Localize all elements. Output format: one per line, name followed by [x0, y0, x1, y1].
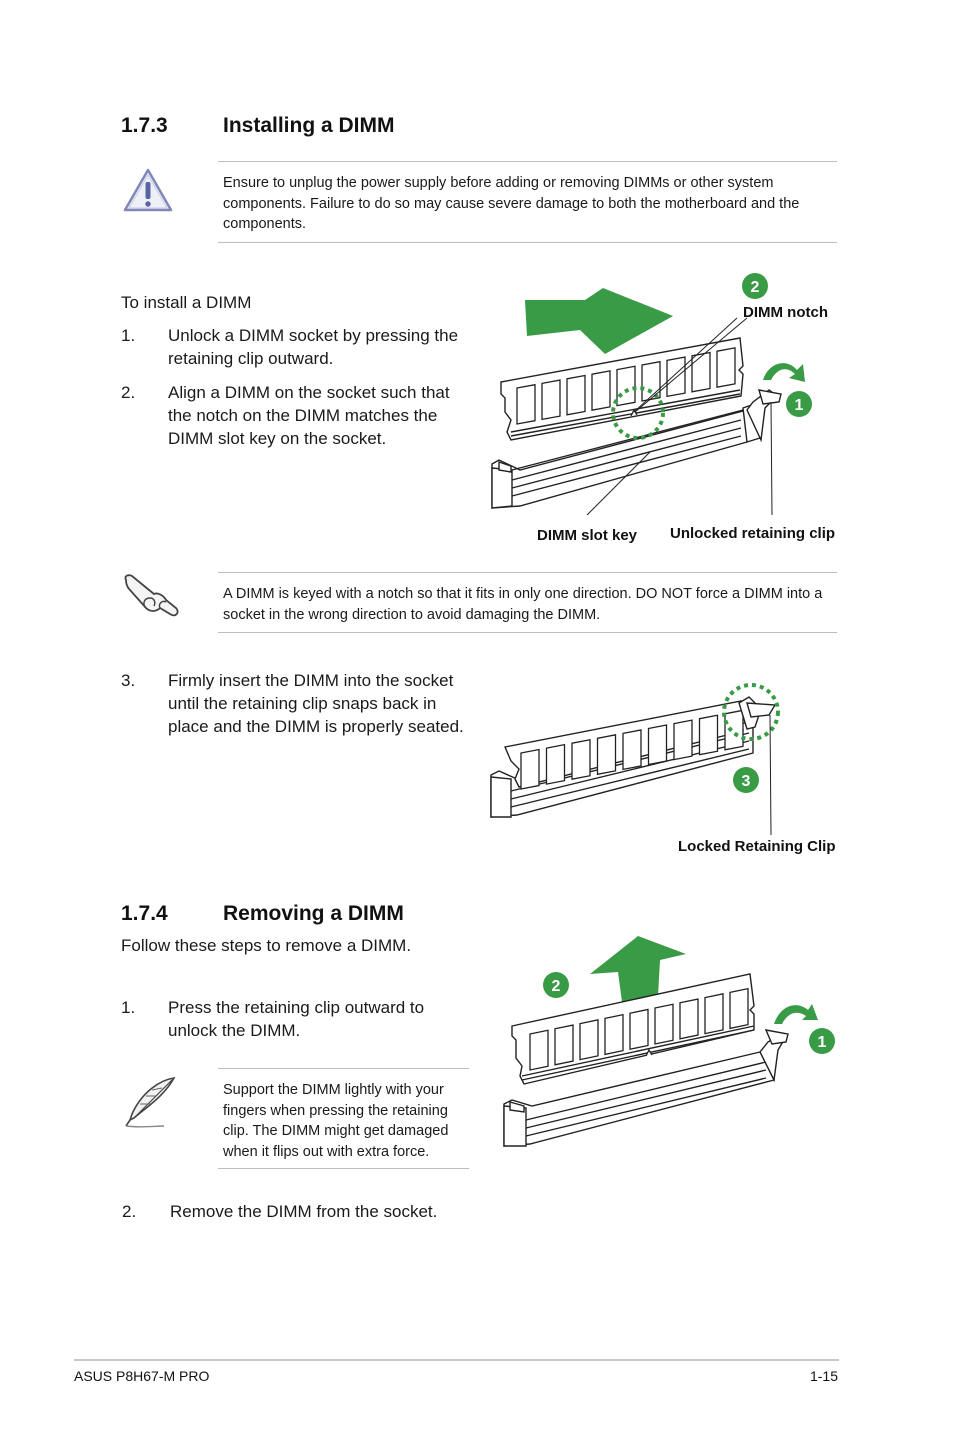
label-unlocked-clip: Unlocked retaining clip	[670, 525, 836, 542]
step-number: 3.	[121, 671, 136, 690]
dimm-chip-row	[520, 709, 744, 790]
memory-chip	[698, 714, 719, 756]
memory-chip	[679, 998, 699, 1040]
callout-1-text: 1	[795, 397, 804, 414]
section-title: Installing a DIMM	[223, 114, 395, 137]
remove-step-2: 2. Remove the DIMM from the socket.	[122, 1200, 522, 1225]
section-heading-install: 1.7.3 Installing a DIMM	[121, 114, 521, 142]
remove-arrow-icon	[590, 936, 686, 1002]
memory-chip	[729, 987, 749, 1030]
dimm-install-figure: 2 1	[491, 273, 812, 515]
step-text: Unlock a DIMM socket by pressing the ret…	[168, 326, 459, 368]
install-step-2: 2. Align a DIMM on the socket such that …	[121, 381, 481, 453]
memory-chip	[647, 724, 668, 766]
retaining-clip	[746, 389, 782, 443]
memory-chip	[596, 734, 617, 776]
dimm-remove-figure: 2 1	[503, 936, 835, 1147]
memory-chip	[704, 993, 724, 1035]
memory-chip	[666, 356, 686, 398]
install-step-1: 1. Unlock a DIMM socket by pressing the …	[121, 324, 481, 374]
section-title: Removing a DIMM	[223, 902, 404, 925]
note-bottom-rule	[218, 632, 837, 633]
footer-page-number: 1-15	[809, 1368, 838, 1384]
memory-chip	[629, 1008, 649, 1050]
dimm-socket	[503, 1047, 775, 1147]
step-text: Press the retaining clip outward to unlo…	[168, 998, 425, 1040]
footer-product: ASUS P8H67-M PRO	[74, 1368, 210, 1384]
callout-1: 1	[809, 1028, 835, 1054]
memory-chip	[520, 748, 540, 790]
remove-note-text: Support the DIMM lightly with your finge…	[223, 1082, 449, 1160]
step-number: 1.	[121, 326, 136, 345]
label-dimm-slot-key: DIMM slot key	[537, 527, 638, 544]
notch-highlight	[611, 386, 665, 440]
step-number: 2.	[122, 1202, 137, 1221]
quill-pen-icon	[120, 1074, 178, 1130]
memory-chip	[654, 1003, 674, 1045]
callout-2-text: 2	[552, 978, 561, 995]
memory-chip	[566, 374, 586, 416]
pointing-hand-icon	[120, 572, 182, 620]
insert-arrow-icon	[525, 288, 673, 354]
callout-2: 2	[742, 273, 768, 299]
section-number: 1.7.4	[121, 902, 168, 925]
memory-chip	[554, 1024, 574, 1066]
memory-chip	[541, 379, 561, 421]
install-step-3: 3. Firmly insert the DIMM into the socke…	[121, 669, 481, 741]
outward-arrow-icon	[774, 1004, 818, 1024]
clip-highlight	[722, 683, 780, 741]
remove-note-top-rule	[218, 1068, 469, 1069]
step-text: Firmly insert the DIMM into the socket u…	[168, 671, 464, 736]
callout-3: 3	[733, 767, 759, 793]
remove-note-bottom-rule	[218, 1168, 469, 1169]
step-text: Align a DIMM on the socket such that the…	[168, 383, 450, 448]
memory-chip	[591, 370, 611, 411]
memory-chip	[529, 1029, 549, 1071]
dimm-chip-row	[529, 987, 749, 1071]
section-number: 1.7.3	[121, 114, 168, 137]
remove-intro: Follow these steps to remove a DIMM.	[121, 936, 412, 955]
warning-bottom-rule	[218, 242, 837, 243]
retaining-clip	[759, 1029, 789, 1083]
memory-chip	[616, 365, 636, 407]
note-text-keyed: A DIMM is keyed with a notch so that it …	[223, 586, 823, 623]
memory-chip	[673, 719, 693, 761]
label-locked-clip: Locked Retaining Clip	[678, 838, 836, 855]
memory-chip	[724, 709, 744, 751]
step-number: 2.	[121, 383, 136, 402]
section-heading-remove: 1.7.4 Removing a DIMM	[121, 902, 521, 930]
callout-1-text: 1	[818, 1034, 827, 1051]
dimm-notch	[630, 408, 638, 417]
callout-3-text: 3	[742, 773, 751, 790]
step-text: Remove the DIMM from the socket.	[170, 1202, 438, 1221]
dimm-socket	[491, 401, 761, 509]
remove-step-1: 1. Press the retaining clip outward to u…	[121, 996, 481, 1046]
memory-chip	[691, 351, 711, 393]
footer-rule	[74, 1359, 839, 1361]
dimm-notch	[645, 1048, 653, 1057]
callout-2-text: 2	[751, 279, 760, 296]
callout-1: 1	[786, 391, 812, 417]
memory-chip	[516, 383, 536, 425]
memory-chip	[604, 1013, 624, 1056]
memory-chip	[622, 729, 642, 771]
warning-icon	[122, 167, 174, 213]
warning-top-rule	[218, 161, 837, 162]
step-number: 1.	[121, 998, 136, 1017]
memory-chip	[571, 738, 591, 780]
memory-chip	[579, 1019, 599, 1061]
memory-chip	[545, 743, 566, 785]
warning-text: Ensure to unplug the power supply before…	[223, 175, 800, 232]
dimm-locked-figure: 3	[490, 683, 780, 835]
outward-arrow-icon	[763, 363, 805, 382]
callout-2: 2	[543, 972, 569, 998]
label-dimm-notch: DIMM notch	[743, 304, 828, 321]
install-intro: To install a DIMM	[121, 293, 252, 312]
note-top-rule	[218, 572, 837, 573]
memory-chip	[716, 347, 736, 388]
retaining-clip	[738, 696, 777, 730]
